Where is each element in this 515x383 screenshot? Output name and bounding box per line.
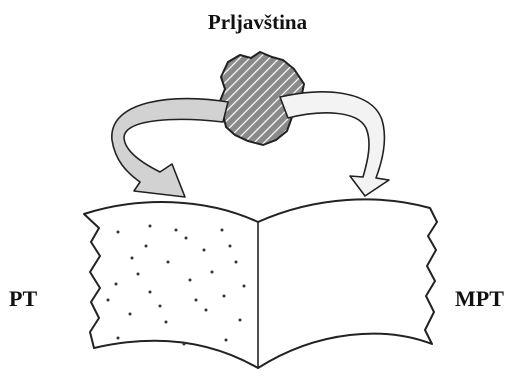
mpt-label: MPT: [455, 286, 504, 312]
surface-dot: [223, 295, 226, 298]
surface-dot: [115, 283, 118, 286]
surface-dot: [145, 245, 148, 248]
surface-dot: [225, 339, 228, 342]
surface-dot: [117, 337, 120, 340]
left-arrow: [112, 99, 228, 197]
surface-dot: [203, 249, 206, 252]
right-arrow: [280, 92, 389, 196]
surface-dot: [211, 271, 214, 274]
surface-dot: [243, 285, 246, 288]
surface-dot: [129, 313, 132, 316]
surface-dot: [235, 261, 238, 264]
surface-dot: [175, 229, 178, 232]
fabric-shape: [84, 199, 437, 368]
surface-dot: [221, 229, 224, 232]
surface-dot: [149, 291, 152, 294]
surface-dot: [165, 321, 168, 324]
surface-dot: [107, 299, 110, 302]
surface-dot: [229, 245, 232, 248]
surface-dot: [149, 225, 152, 228]
surface-dot: [131, 257, 134, 260]
surface-dot: [167, 261, 170, 264]
surface-dot: [195, 299, 198, 302]
surface-dot: [205, 309, 208, 312]
surface-dot: [185, 237, 188, 240]
pt-label: PT: [9, 286, 37, 312]
surface-dot: [189, 279, 192, 282]
dirt-title: Prljavština: [0, 10, 515, 35]
surface-dot: [183, 343, 186, 346]
surface-dot: [159, 305, 162, 308]
surface-dot: [117, 231, 120, 234]
surface-dot: [137, 273, 140, 276]
surface-dot: [239, 319, 242, 322]
